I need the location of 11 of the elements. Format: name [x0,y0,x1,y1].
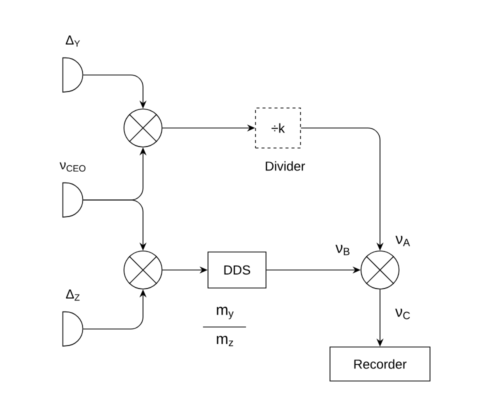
fraction-label: m$_{y}$ [216,306,234,320]
edge-label: ν$_{C}$ [395,308,410,320]
node-label: Divider [266,161,305,171]
mixer-circle [124,108,162,148]
edge-label: ν$_{B}$ [336,244,350,256]
mixer-circle [360,250,400,290]
mixer-circle [124,250,162,290]
process-box: Recorder [330,346,430,382]
fraction-label: m$_{z}$ [216,336,234,346]
edge-label: ν$_{A}$ [396,236,410,246]
process-box: DDS [208,252,266,288]
